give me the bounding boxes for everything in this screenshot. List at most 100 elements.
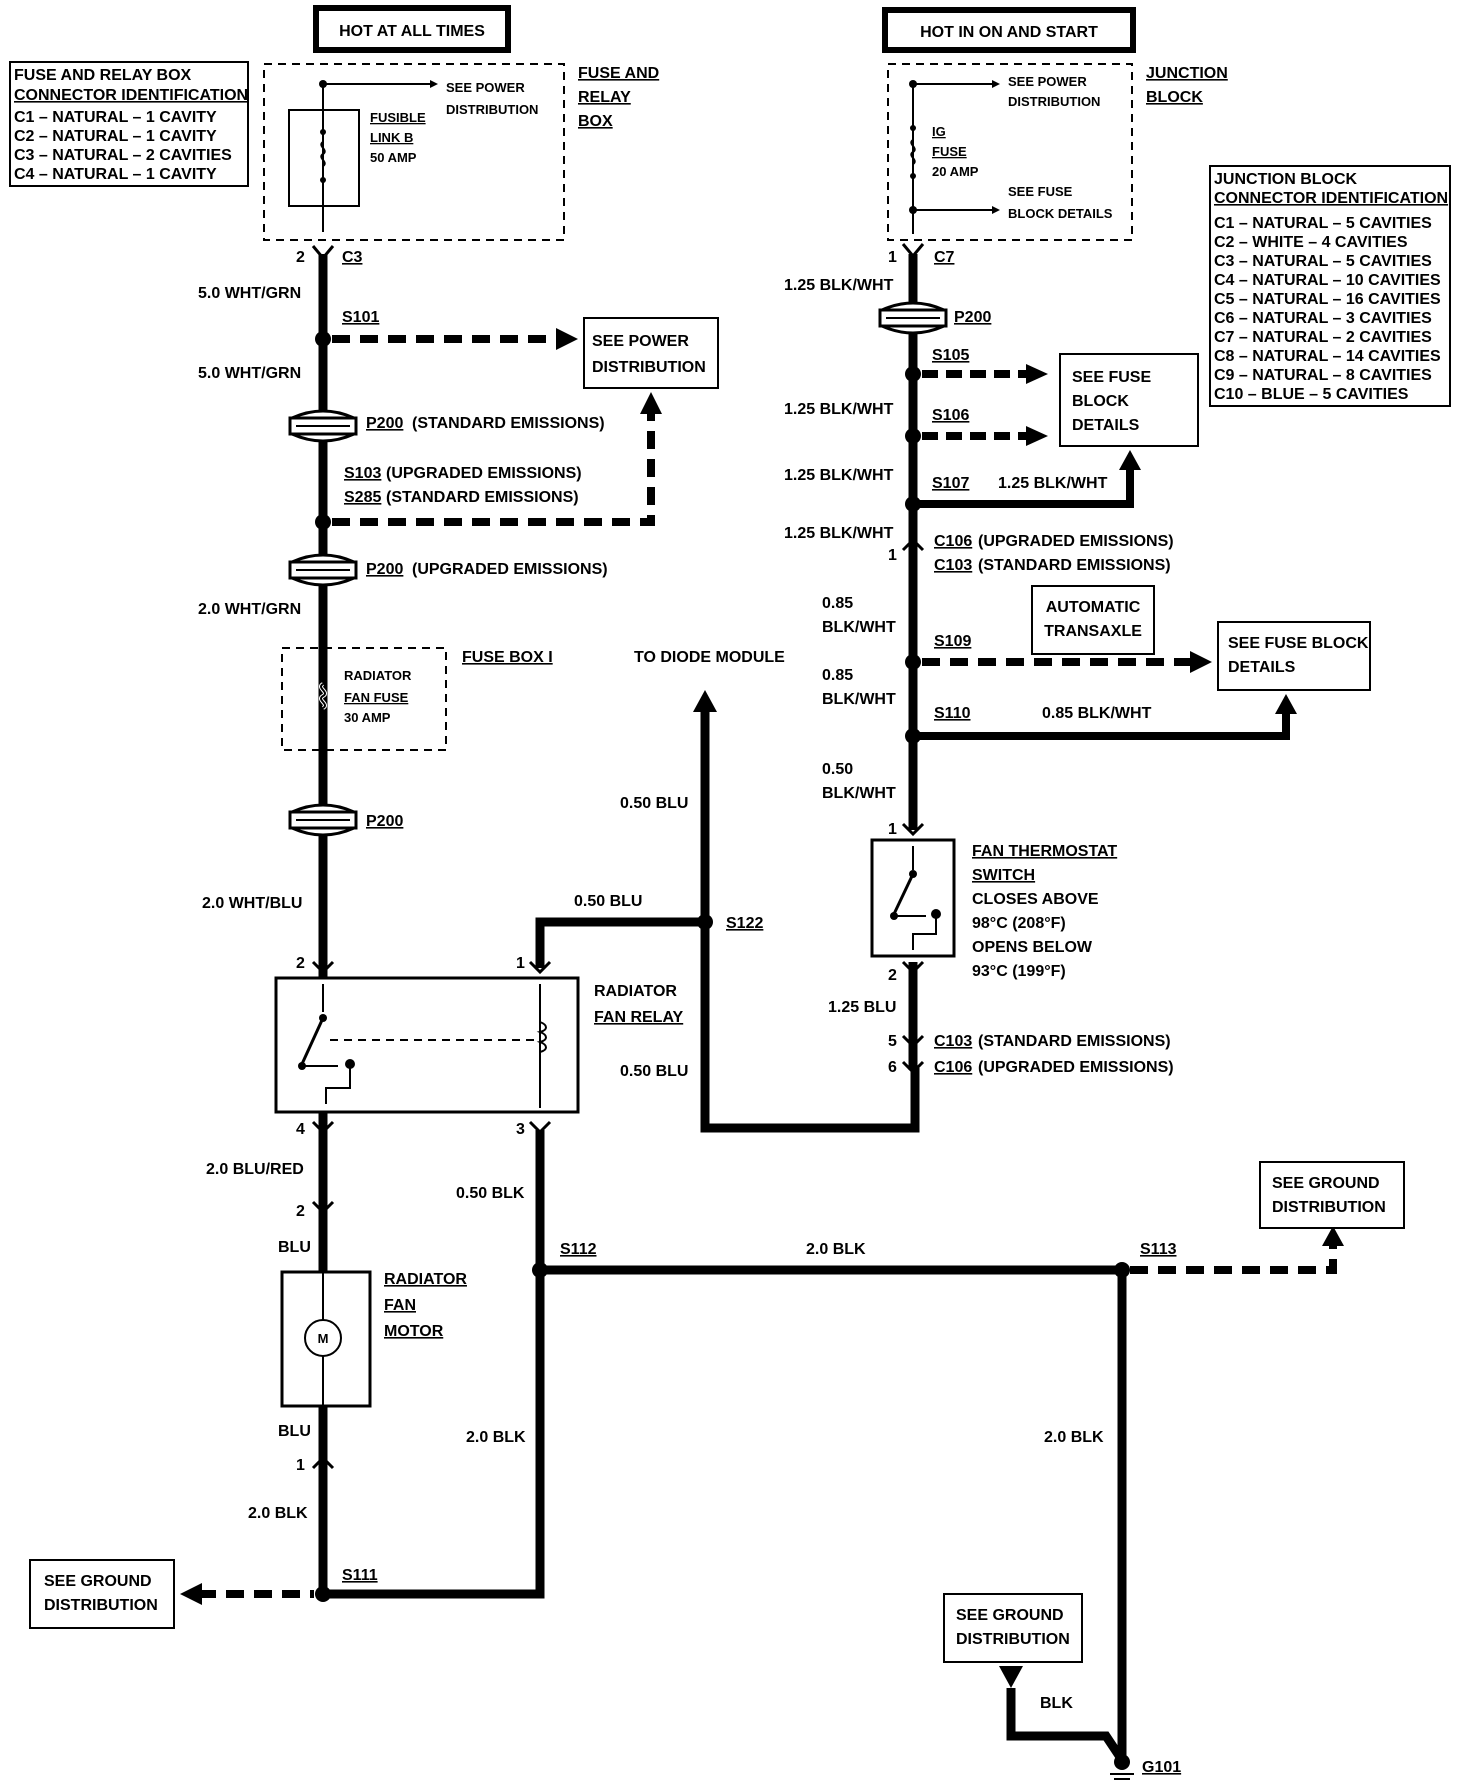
connector-note: (UPGRADED EMISSIONS) <box>978 533 1174 550</box>
splice-s103 <box>315 514 331 530</box>
pin-label: 1 <box>888 249 897 266</box>
junction-table-subtitle: CONNECTOR IDENTIFICATION <box>1214 190 1448 207</box>
splice-label: S113 <box>1140 1241 1177 1258</box>
connector-p200 <box>288 803 358 837</box>
connector-note: (STANDARD EMISSIONS) <box>978 1033 1171 1050</box>
thermostat-switch-blade <box>892 873 915 915</box>
wire-label: 0.85 <box>822 595 853 612</box>
see-power-dist-label: DISTRIBUTION <box>592 359 706 376</box>
pin-label: 1 <box>888 821 897 838</box>
connector-label: P200 <box>954 309 991 326</box>
pin-label: 1 <box>888 547 897 564</box>
see-power-label: DISTRIBUTION <box>1008 94 1100 109</box>
splice-note: (UPGRADED EMISSIONS) <box>386 465 582 482</box>
pin-label: 1 <box>516 955 525 972</box>
wire-label: 0.50 BLU <box>620 1063 688 1080</box>
wire-label: 2.0 BLU/RED <box>206 1161 304 1178</box>
connector-p200-upg <box>288 553 358 587</box>
wire-label: 2.0 BLK <box>1044 1429 1104 1446</box>
wire-label: 2.0 WHT/GRN <box>198 601 301 618</box>
junction-table-title: JUNCTION BLOCK <box>1214 171 1358 188</box>
connector-p200-right <box>878 301 948 335</box>
see-fuse-label: DETAILS <box>1072 417 1140 434</box>
see-ground-dist-bottom <box>943 1593 1083 1663</box>
junction-table-rows: C1 – NATURAL – 5 CAVITIES C2 – WHITE – 4… <box>1214 215 1441 403</box>
wire-label: BLK <box>1040 1695 1073 1712</box>
see-fuse-label: SEE FUSE BLOCK <box>1228 635 1369 652</box>
see-ground-label: SEE GROUND <box>44 1573 152 1590</box>
splice-s106 <box>905 428 921 444</box>
pin-label: 2 <box>296 1203 305 1220</box>
splice-note: (STANDARD EMISSIONS) <box>386 489 579 506</box>
thermostat-desc: OPENS BELOW <box>972 939 1093 956</box>
see-fuse-label: SEE FUSE <box>1072 369 1151 386</box>
automatic-transaxle-label: AUTOMATIC <box>1046 599 1141 616</box>
pin-label: 5 <box>888 1033 897 1050</box>
see-ground-dist-left <box>29 1559 175 1629</box>
connector-label: C103 <box>934 1033 972 1050</box>
see-power-label: SEE POWER <box>1008 74 1087 89</box>
ground-blk-wire <box>1006 1688 1126 1763</box>
see-power-label: SEE POWER <box>446 80 525 95</box>
splice-label: S122 <box>726 915 763 932</box>
see-fuse-label: BLOCK <box>1072 393 1129 410</box>
thermostat-desc: 98°C (208°F) <box>972 915 1066 932</box>
junction-row: C1 – NATURAL – 5 CAVITIES <box>1214 215 1432 232</box>
thermostat-label: FAN THERMOSTAT <box>972 843 1117 860</box>
motor-symbol-label: M <box>318 1331 329 1346</box>
wire-label: 2.0 BLK <box>806 1241 866 1258</box>
thermostat-label: SWITCH <box>972 867 1035 884</box>
connector-label: P200 <box>366 415 403 432</box>
fuse-box-i <box>281 647 447 751</box>
junction-row: C10 – BLUE – 5 CAVITIES <box>1214 386 1409 403</box>
wire-label: 0.50 BLU <box>620 795 688 812</box>
relay-switch-blade <box>300 1017 325 1065</box>
junction-row: C2 – WHITE – 4 CAVITIES <box>1214 234 1408 251</box>
see-power-dist-box <box>583 317 719 389</box>
junction-row: C5 – NATURAL – 16 CAVITIES <box>1214 291 1441 308</box>
hot-at-all-times: HOT AT ALL TIMES <box>339 23 485 40</box>
see-power-label: DISTRIBUTION <box>446 102 538 117</box>
pin-label: 3 <box>516 1121 525 1138</box>
connector-label: C106 <box>934 1059 972 1076</box>
fusible-link-rating: 50 AMP <box>370 150 417 165</box>
see-fuse-block-details-2 <box>1217 621 1371 691</box>
connector-note: (UPGRADED EMISSIONS) <box>978 1059 1174 1076</box>
junction-block-label: JUNCTION <box>1146 65 1228 82</box>
pin-label: 6 <box>888 1059 897 1076</box>
connector-label: C106 <box>934 533 972 550</box>
see-ground-label: SEE GROUND <box>956 1607 1064 1624</box>
junction-row: C4 – NATURAL – 10 CAVITIES <box>1214 272 1441 289</box>
splice-label: S103 <box>344 465 381 482</box>
splice-s105 <box>905 366 921 382</box>
splice-label: S111 <box>342 1567 378 1584</box>
wire-label: 1.25 BLK/WHT <box>784 467 894 484</box>
splice-label: S101 <box>342 309 379 326</box>
connector-label: P200 <box>366 813 403 830</box>
splice-label: S107 <box>932 475 969 492</box>
wire-label: 1.25 BLK/WHT <box>784 401 894 418</box>
connector-note: (UPGRADED EMISSIONS) <box>412 561 608 578</box>
wire-label: BLK/WHT <box>822 785 896 802</box>
wire-label: 0.85 BLK/WHT <box>1042 705 1152 722</box>
fuse-relay-conn-table <box>9 61 249 187</box>
fuse-relay-table-title: FUSE AND RELAY BOX <box>14 67 192 84</box>
wire-label: 2.0 BLK <box>466 1429 526 1446</box>
fuse-relay-row: C3 – NATURAL – 2 CAVITIES <box>14 147 232 164</box>
ig-fuse-symbol <box>910 139 916 165</box>
hot-at-all-times-box <box>313 5 511 53</box>
splice-label: S109 <box>934 633 971 650</box>
ground-g101 <box>1114 1754 1130 1770</box>
fuse-relay-table-subtitle: CONNECTOR IDENTIFICATION <box>14 87 248 104</box>
wire-label: 1.25 BLK/WHT <box>998 475 1108 492</box>
radiator-fuse-label: FAN FUSE <box>344 690 409 705</box>
see-fuse-label: BLOCK DETAILS <box>1008 206 1113 221</box>
wire-label: 0.50 <box>822 761 853 778</box>
radiator-fuse-rating: 30 AMP <box>344 710 391 725</box>
junction-row: C6 – NATURAL – 3 CAVITIES <box>1214 310 1432 327</box>
junction-row: C8 – NATURAL – 14 CAVITIES <box>1214 348 1441 365</box>
motor-label: RADIATOR <box>384 1271 467 1288</box>
ground-label: G101 <box>1142 1759 1181 1776</box>
wire-label: 2.0 BLK <box>248 1505 308 1522</box>
